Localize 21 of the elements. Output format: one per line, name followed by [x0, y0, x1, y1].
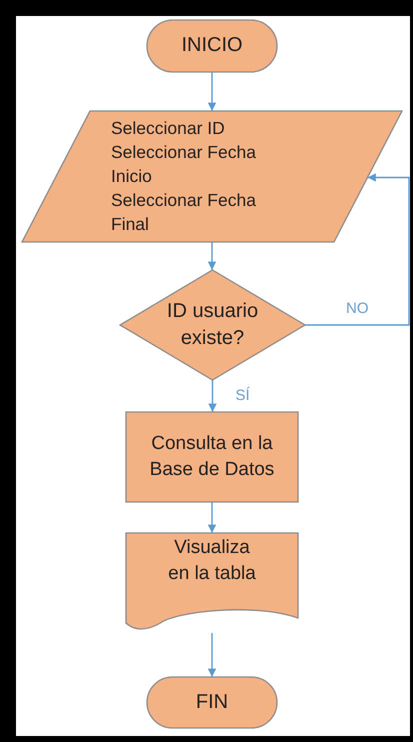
arrow: [305, 173, 410, 326]
arrow: [208, 633, 216, 677]
node-text: FIN: [196, 690, 228, 715]
arrow: [208, 242, 216, 270]
node-text: Seleccionar Fecha Inicio: [111, 141, 257, 188]
input-parallelogram: [22, 111, 402, 242]
node-text: Consulta en la Base de Datos: [148, 432, 276, 482]
edge-label: NO: [345, 301, 370, 316]
arrow: [208, 502, 216, 533]
node-text: ID usuario existe?: [166, 298, 260, 351]
edge-label: SÍ: [234, 388, 251, 403]
process-box: [126, 412, 298, 502]
node-text: Visualiza en la tabla: [167, 536, 257, 586]
end-terminal: [147, 677, 277, 728]
decision-diamond: [120, 270, 305, 380]
node-text: INICIO: [181, 33, 243, 58]
arrow: [208, 72, 216, 111]
node-text: Seleccionar Fecha Final: [111, 188, 257, 236]
arrow: [208, 380, 217, 412]
start-terminal: [147, 20, 277, 72]
node-text: Seleccionar ID: [111, 117, 225, 140]
